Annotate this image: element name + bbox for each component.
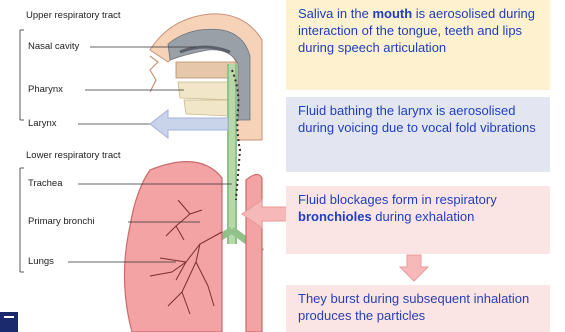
corner-logo: [0, 312, 18, 332]
larynx-label: Larynx: [28, 118, 57, 129]
down-arrow: [400, 255, 428, 281]
mouth-info-box: Saliva in the mouth is aerosolised durin…: [286, 0, 550, 90]
pharynx-label: Pharynx: [28, 84, 63, 95]
burst-info-box: They burst during subsequent inhalation …: [286, 285, 550, 332]
bronchioles-info-box: Fluid blockages form in respiratory bron…: [286, 186, 550, 254]
trachea-label: Trachea: [28, 178, 63, 189]
lungs-illustration: [124, 162, 262, 332]
lower-tract-label: Lower respiratory tract: [26, 150, 121, 161]
lungs-label: Lungs: [28, 256, 54, 267]
larynx-info-box: Fluid bathing the larynx is aerosolised …: [286, 97, 550, 172]
primary-bronchi-label: Primary bronchi: [28, 216, 95, 227]
upper-tract-label: Upper respiratory tract: [26, 10, 121, 21]
nasal-cavity-label: Nasal cavity: [28, 41, 79, 52]
